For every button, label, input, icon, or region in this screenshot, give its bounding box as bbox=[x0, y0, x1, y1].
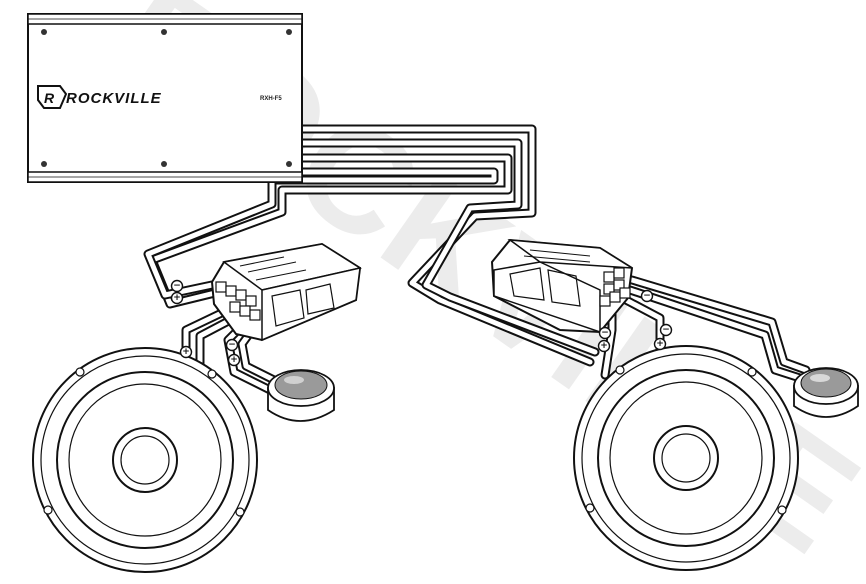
amplifier-screws bbox=[41, 29, 292, 167]
svg-text:−: − bbox=[643, 291, 651, 301]
polarity-minus-right-tweeter: − bbox=[659, 323, 673, 337]
polarity-plus-right-crossover: + bbox=[597, 339, 611, 353]
svg-text:−: − bbox=[601, 328, 609, 338]
polarity-minus-left-woofer: − bbox=[225, 338, 239, 352]
left-crossover-terminals bbox=[215, 281, 261, 321]
right-woofer bbox=[573, 345, 799, 571]
polarity-minus-right-woofer: − bbox=[598, 326, 612, 340]
polarity-plus-left-input: + bbox=[170, 291, 184, 305]
polarity-plus-left-tweeter: + bbox=[227, 353, 241, 367]
left-crossover bbox=[210, 242, 362, 342]
polarity-minus-left-input: − bbox=[170, 279, 184, 293]
svg-text:R: R bbox=[44, 90, 55, 106]
svg-text:−: − bbox=[228, 340, 236, 350]
amplifier: R ROCKVILLE RXH-F5 bbox=[27, 13, 303, 183]
polarity-plus-left-woofer: + bbox=[179, 345, 193, 359]
model-label: RXH-F5 bbox=[260, 96, 282, 102]
right-crossover-terminals bbox=[599, 267, 631, 307]
left-woofer bbox=[32, 347, 258, 573]
polarity-plus-right-woofer: + bbox=[653, 337, 667, 351]
svg-text:+: + bbox=[600, 341, 608, 351]
right-tweeter bbox=[793, 367, 859, 418]
right-crossover bbox=[490, 238, 634, 334]
svg-text:+: + bbox=[230, 355, 238, 365]
left-tweeter bbox=[267, 369, 335, 422]
svg-text:+: + bbox=[173, 293, 181, 303]
polarity-markers: − + + − + − − + bbox=[170, 279, 673, 367]
svg-text:−: − bbox=[173, 281, 181, 291]
wire-right-crossover-to-tweeter bbox=[625, 275, 811, 383]
rockville-logo: R ROCKVILLE bbox=[37, 85, 162, 109]
wire-amp-to-right-crossover bbox=[295, 124, 600, 367]
svg-text:+: + bbox=[656, 339, 664, 349]
svg-text:+: + bbox=[182, 347, 190, 357]
right-woofer-mount-holes bbox=[585, 365, 787, 515]
wire-amp-to-left-crossover bbox=[143, 153, 513, 309]
svg-text:−: − bbox=[662, 325, 670, 335]
brand-label: ROCKVILLE bbox=[66, 90, 162, 107]
left-woofer-mount-holes bbox=[43, 367, 245, 517]
polarity-minus-right-input: − bbox=[640, 289, 654, 303]
